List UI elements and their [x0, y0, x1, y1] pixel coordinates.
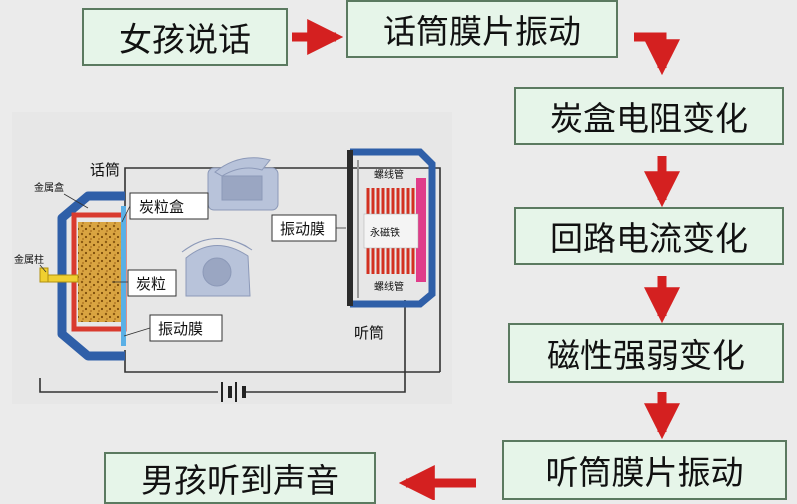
battery [221, 382, 246, 402]
flow-step-boy-hears-sound: 男孩听到声音 [104, 452, 376, 504]
flow-step-circuit-current-changes: 回路电流变化 [514, 207, 784, 265]
solenoid-top-coil [366, 188, 415, 214]
flow-step-mic-diaphragm-vibrates-label: 话筒膜片振动 [383, 12, 581, 51]
flow-step-carbon-resistance-changes: 炭盒电阻变化 [514, 87, 784, 145]
metal-box-label: 金属盒 [34, 181, 64, 194]
flow-step-boy-hears-sound-label: 男孩听到声音 [141, 461, 339, 500]
flow-step-girl-speaks: 女孩说话 [82, 8, 288, 66]
callout-carbon-grains: 炭粒 [112, 269, 177, 297]
flow-step-circuit-current-changes-label: 回路电流变化 [550, 219, 748, 258]
earpiece-diaphragm-label: 振动膜 [280, 220, 325, 238]
arrow-step2-to-step3 [634, 32, 680, 76]
solenoid-bottom-label: 螺线管 [374, 280, 404, 293]
solenoid-top-label: 螺线管 [374, 168, 404, 181]
rotary-phone-icon [181, 237, 253, 297]
earpiece-title: 听筒 [354, 324, 384, 342]
flow-arrows [292, 19, 680, 500]
microphone-title: 话筒 [90, 161, 120, 179]
microphone [39, 191, 127, 361]
mic-diaphragm [121, 206, 126, 346]
callout-mic-diaphragm: 振动膜 [123, 314, 223, 342]
carbon-grains-label: 炭粒 [136, 275, 166, 293]
callout-earpiece-diaphragm: 振动膜 [271, 214, 346, 242]
metal-post-label: 金属柱 [14, 253, 44, 266]
telephone-icon [207, 157, 279, 211]
mic-diaphragm-label: 振动膜 [158, 320, 203, 338]
earpiece-diaphragm [347, 150, 353, 306]
flow-step-earpiece-diaphragm-vibrates: 听筒膜片振动 [502, 440, 787, 500]
callout-carbon-box: 炭粒盒 [121, 192, 209, 223]
permanent-magnet-label: 永磁铁 [370, 226, 400, 239]
flow-step-earpiece-diaphragm-vibrates-label: 听筒膜片振动 [545, 453, 744, 492]
flow-step-girl-speaks-label: 女孩说话 [119, 20, 251, 59]
flow-step-mic-diaphragm-vibrates: 话筒膜片振动 [346, 0, 618, 58]
carbon-box-label: 炭粒盒 [139, 198, 184, 216]
flow-step-magnetism-changes-label: 磁性强弱变化 [547, 336, 745, 375]
solenoid-bottom-coil [366, 248, 415, 274]
circuit-wire [39, 167, 441, 393]
flow-step-carbon-resistance-changes-label: 炭盒电阻变化 [550, 99, 748, 138]
carbon-grains [78, 222, 122, 322]
flow-step-magnetism-changes: 磁性强弱变化 [508, 323, 784, 383]
permanent-magnet [416, 178, 426, 282]
earpiece [347, 148, 436, 308]
